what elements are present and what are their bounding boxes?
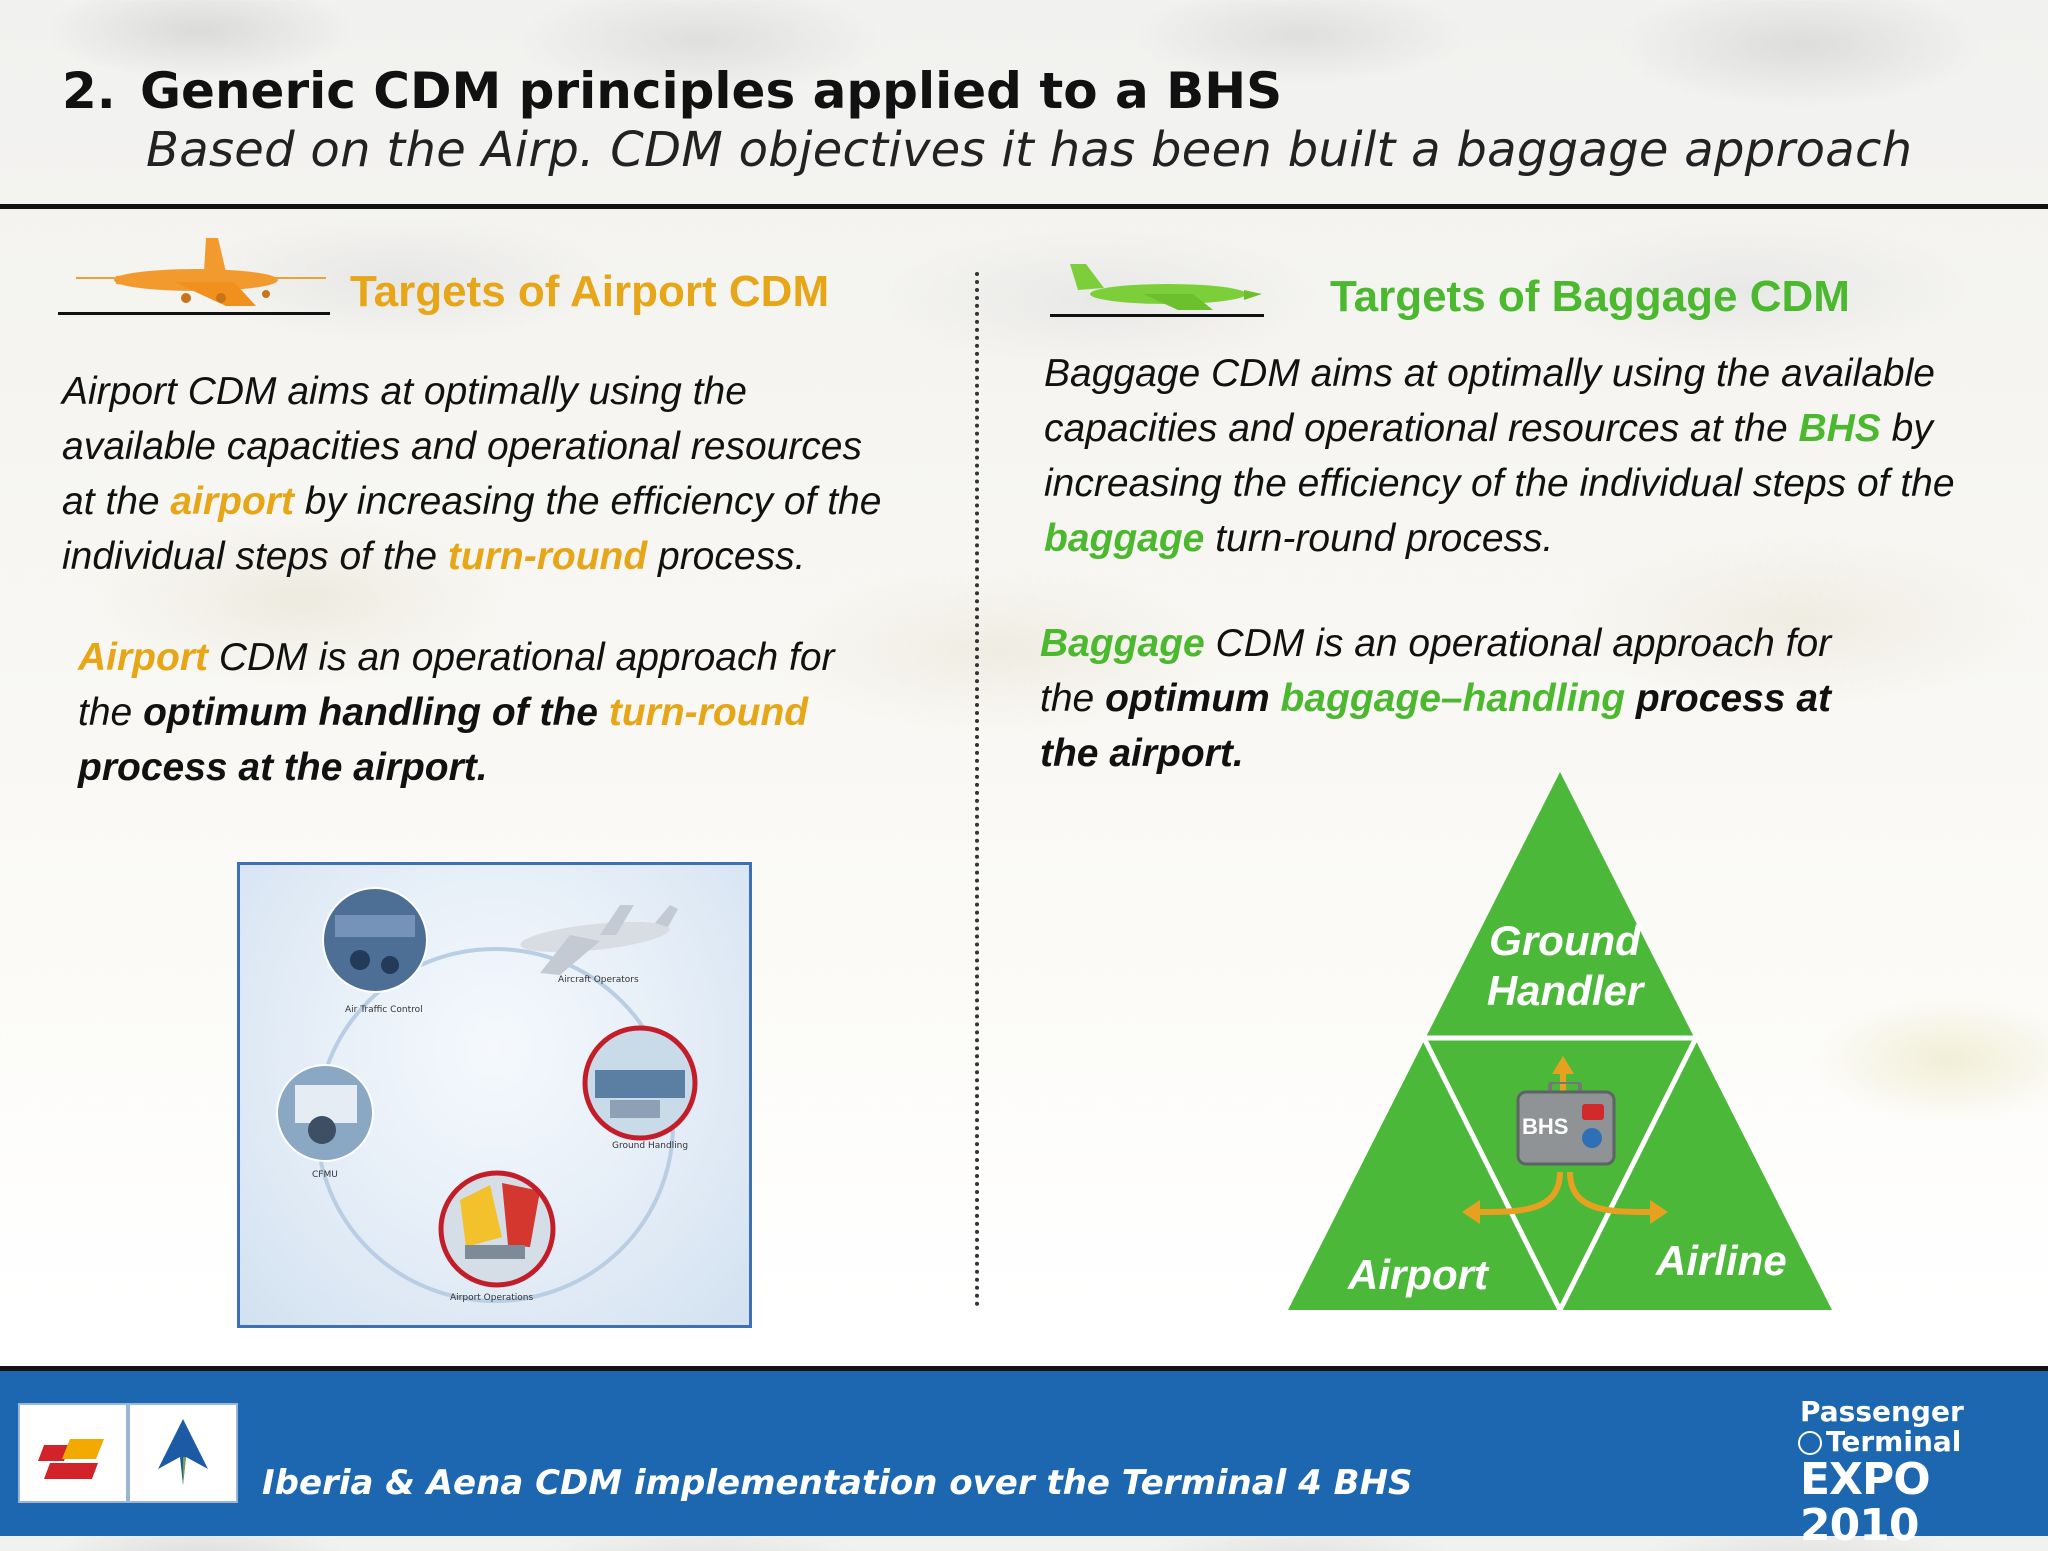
bhs-label: BHS	[1522, 1114, 1569, 1139]
right-paragraph-2: Baggage CDM is an operational approach f…	[1040, 616, 1940, 781]
handler-line: Handler	[1486, 967, 1644, 1014]
highlight-airport: airport	[170, 480, 294, 523]
right-p2-line3: the airport.	[1040, 732, 1244, 775]
globe-icon	[1798, 1431, 1822, 1455]
title-text: Generic CDM principles applied to a BHS	[140, 62, 1283, 120]
expo-line-3: EXPO 2010	[1800, 1454, 1931, 1551]
left-paragraph-1: Airport CDM aims at optimally using the …	[62, 364, 962, 584]
right-heading: Targets of Baggage CDM	[1330, 272, 1850, 321]
text-span: turn-round process.	[1204, 517, 1554, 560]
text-span: Terminal	[1826, 1425, 1962, 1458]
text-span: CDM is an operational approach for	[208, 636, 835, 679]
header-divider	[0, 204, 2048, 209]
highlight-bhs: BHS	[1798, 407, 1881, 450]
left-p2-line3: process at the airport.	[78, 746, 488, 789]
right-p2-line1: Baggage CDM is an operational approach f…	[1040, 616, 1940, 671]
right-p1-line4: baggage turn-round process.	[1044, 511, 2034, 566]
footer-bar: Iberia & Aena CDM implementation over th…	[0, 1371, 2048, 1549]
section-number: 2.	[62, 62, 116, 120]
footer-caption: Iberia & Aena CDM implementation over th…	[262, 1463, 1413, 1503]
text-span: at the	[62, 480, 171, 523]
label-air-traffic-control: Air Traffic Control	[345, 1005, 423, 1015]
label-cfmu: CFMU	[312, 1170, 338, 1180]
bold-span: process at	[1625, 677, 1832, 720]
left-p2-line1: Airport CDM is an operational approach f…	[78, 630, 958, 685]
right-p1-line3: increasing the efficiency of the individ…	[1044, 462, 1955, 505]
text-span: the	[1040, 677, 1106, 720]
label-aircraft-operators: Aircraft Operators	[558, 975, 639, 985]
left-p1-line1: Airport CDM aims at optimally using the	[62, 370, 747, 413]
column-divider	[975, 272, 979, 1307]
suitcase-icon: BHS	[1516, 1082, 1618, 1166]
page-title: 2. Generic CDM principles applied to a BH…	[62, 62, 1282, 120]
bold-span: optimum handling of the	[143, 691, 609, 734]
left-heading: Targets of Airport CDM	[350, 267, 830, 316]
left-p1-line4: individual steps of the turn-round proce…	[62, 529, 962, 584]
left-paragraph-2: Airport CDM is an operational approach f…	[78, 630, 958, 795]
text-span: process.	[647, 535, 806, 578]
text-span: the	[78, 691, 144, 734]
green-airplane-icon	[1048, 258, 1268, 318]
right-paragraph-1: Baggage CDM aims at optimally using the …	[1044, 346, 2034, 566]
expo-line-2: Terminal	[1798, 1425, 2048, 1458]
left-p2-line2: the optimum handling of the turn-round	[78, 685, 958, 740]
orange-airplane-icon	[56, 232, 336, 316]
left-p1-line2: available capacities and operational res…	[62, 425, 862, 468]
highlight-airport-2: Airport	[78, 636, 208, 679]
airport-cdm-cycle-diagram: Air Traffic Control Aircraft Operators G…	[237, 862, 752, 1328]
page-subtitle: Based on the Airp. CDM objectives it has…	[146, 122, 1913, 178]
label-airport-operations: Airport Operations	[450, 1293, 534, 1303]
right-p1-line2: capacities and operational resources at …	[1044, 401, 2034, 456]
iberia-logo	[18, 1403, 128, 1503]
text-span: individual steps of the	[62, 535, 448, 578]
expo-line-1: Passenger	[1800, 1395, 1964, 1428]
highlight-baggage-handling: baggage–handling	[1280, 677, 1626, 720]
triangle-airline: Airline	[1656, 1237, 1787, 1284]
highlight-baggage-2: Baggage	[1040, 622, 1205, 665]
triangle-ground-handler: Ground Handler	[1440, 916, 1690, 1016]
right-heading-rule	[1050, 314, 1264, 317]
text-span: by increasing the efficiency of the	[293, 480, 882, 523]
label-ground-handling: Ground Handling	[612, 1141, 689, 1151]
right-p1-line1: Baggage CDM aims at optimally using the …	[1044, 352, 1935, 395]
aena-logo	[128, 1403, 238, 1503]
triangle-airport: Airport	[1348, 1251, 1488, 1298]
left-p1-line3: at the airport by increasing the efficie…	[62, 474, 962, 529]
left-heading-rule	[58, 312, 330, 315]
footer-divider	[0, 1366, 2048, 1371]
right-p2-line2: the optimum baggage–handling process at	[1040, 671, 1940, 726]
highlight-turn-round-2: turn-round	[608, 691, 809, 734]
passenger-terminal-expo-logo: Passenger Terminal EXPO 2010	[1798, 1395, 2048, 1551]
text-span: capacities and operational resources at …	[1044, 407, 1799, 450]
text-span: CDM is an operational approach for	[1204, 622, 1832, 665]
text-span: by	[1880, 407, 1933, 450]
ground-line: Ground	[1489, 917, 1641, 964]
bold-span: optimum	[1105, 677, 1281, 720]
highlight-baggage: baggage	[1044, 517, 1205, 560]
highlight-turn-round: turn-round	[447, 535, 648, 578]
baggage-cdm-triangle: BHS Ground Handler Airport Airline	[1280, 772, 1840, 1314]
